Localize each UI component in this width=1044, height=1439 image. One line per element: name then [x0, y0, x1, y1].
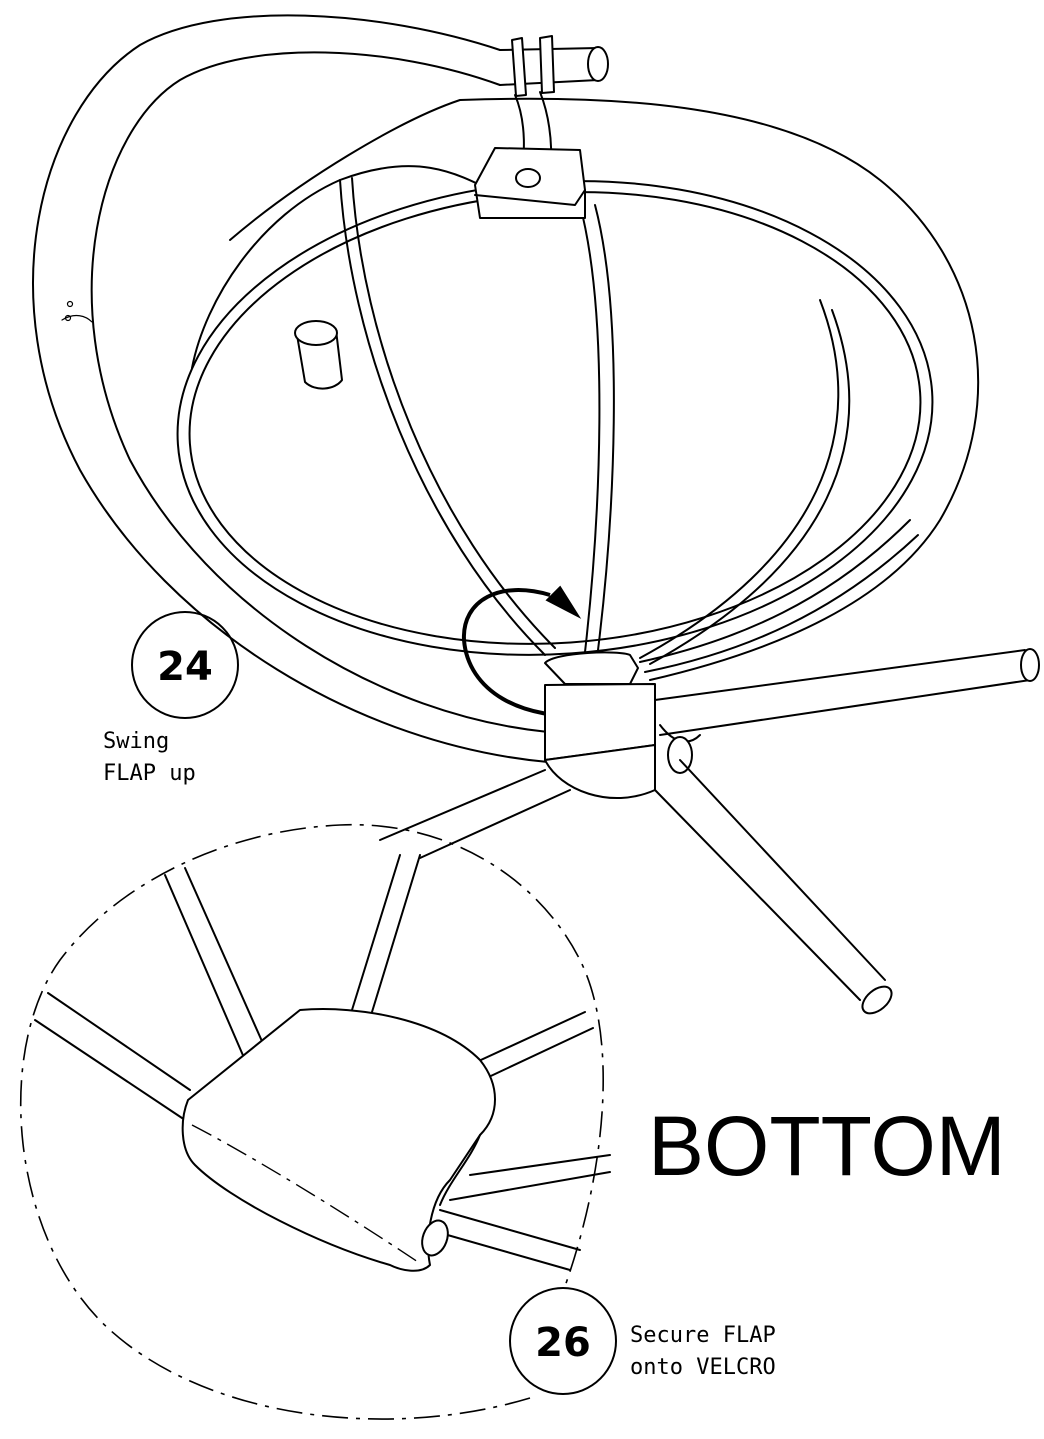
- step-24-number: 24: [157, 644, 213, 690]
- step-26: 26 Secure FLAP onto VELCRO: [509, 1287, 776, 1395]
- detail-flap: [181, 1008, 496, 1272]
- detail-view: [20, 823, 611, 1420]
- top-flap-block: [474, 147, 586, 219]
- step-26-number: 26: [535, 1320, 591, 1366]
- swing-frame-arch: [32, 14, 549, 763]
- frame-ribs: [339, 177, 919, 673]
- velcro-peg: [294, 320, 343, 390]
- step-26-caption-line2: onto VELCRO: [630, 1355, 776, 1380]
- step-24: 24 Swing FLAP up: [103, 611, 239, 786]
- canopy-shell: [191, 97, 980, 681]
- stand-legs: [379, 648, 1040, 1015]
- detail-ribs: [34, 854, 611, 1271]
- bottom-flap-block: [544, 651, 656, 799]
- step-26-caption-line1: Secure FLAP: [630, 1323, 776, 1348]
- swing-arrow-icon: [461, 585, 596, 718]
- step-24-caption-line2: FLAP up: [103, 761, 196, 786]
- bottom-label: BOTTOM: [648, 1099, 1006, 1193]
- step-24-caption-line1: Swing: [103, 729, 169, 754]
